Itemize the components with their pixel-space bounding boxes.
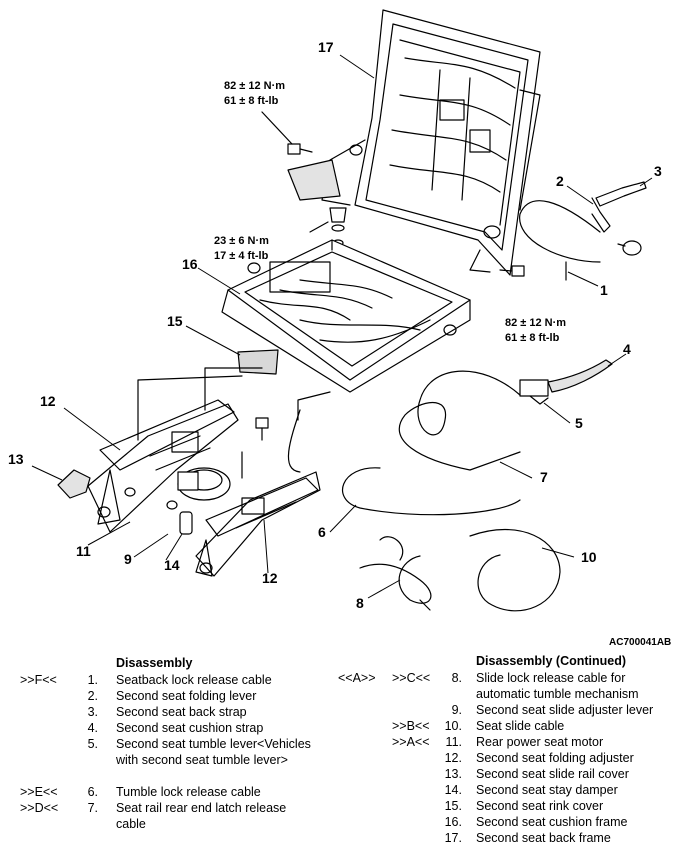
callout-6: 6 (318, 524, 326, 540)
legend-item: 17. Second seat back frame (444, 831, 611, 845)
legend-item: 4. Second seat cushion strap (87, 721, 264, 735)
legend-heading: Disassembly (116, 656, 193, 670)
power-seat-motor (177, 467, 231, 501)
legend-item: <<A>> >>C<< 8. Slide lock release cable … (338, 671, 639, 701)
callout-7: 7 (540, 469, 548, 485)
torque-top-left-imperial: 61 ± 8 ft-lb (224, 95, 279, 107)
folding-adjuster-right (195, 471, 321, 577)
figure-id: AC700041AB (609, 637, 671, 648)
torque-right-metric: 82 ± 12 N·m (505, 317, 566, 329)
folding-adjuster-left (87, 399, 239, 533)
bolt-icon (255, 417, 269, 441)
cushion-strap (547, 359, 613, 393)
seat-back-frame (321, 9, 541, 276)
callout-2: 2 (556, 173, 564, 189)
bolt-icon (499, 265, 525, 277)
legend-item: >>D<< 7. Seat rail rear end latch releas… (20, 801, 287, 831)
callout-9: 9 (124, 551, 132, 567)
exploded-diagram: 17 2 3 1 4 5 7 6 10 8 16 15 12 13 11 9 1… (8, 9, 671, 648)
legend-disassembly-continued: Disassembly (Continued) <<A>> >>C<< 8. S… (338, 653, 674, 846)
callout-16: 16 (182, 256, 198, 272)
callout-1: 1 (600, 282, 608, 298)
bolt-icon (287, 143, 313, 155)
stay-damper (166, 500, 193, 535)
callout-11: 11 (76, 543, 91, 559)
auto-tumble-cable (359, 555, 432, 611)
seat-cushion-frame (221, 239, 471, 393)
callout-10: 10 (581, 549, 597, 565)
latch-release-cable (398, 370, 521, 471)
legend-item: 5. Second seat tumble lever<Vehicles wit… (87, 737, 311, 767)
callout-15: 15 (167, 313, 183, 329)
legend-item: >>E<< 6. Tumble lock release cable (20, 785, 261, 799)
torque-middle-imperial: 17 ± 4 ft-lb (214, 250, 269, 262)
callout-12b: 12 (262, 570, 278, 586)
legend-item: 12. Second seat folding adjuster (444, 751, 634, 765)
tumble-release-cable (342, 467, 521, 516)
seatback-lock-cable (519, 200, 601, 263)
legend-item: 16. Second seat cushion frame (444, 815, 628, 829)
legend-item: >>A<< 11. Rear power seat motor (392, 735, 604, 749)
torque-top-left-metric: 82 ± 12 N·m (224, 80, 285, 92)
legend-item: >>B<< 10. Seat slide cable (392, 719, 565, 733)
callout-12a: 12 (40, 393, 56, 409)
folding-lever (591, 181, 647, 256)
legend-item: 2. Second seat folding lever (87, 689, 257, 703)
legend-item: 15. Second seat rink cover (444, 799, 604, 813)
torque-middle-metric: 23 ± 6 N·m (214, 235, 269, 247)
seat-slide-cable (469, 528, 561, 612)
slide-rail-cover (57, 469, 91, 499)
callout-4: 4 (623, 341, 631, 357)
legend-item: 3. Second seat back strap (87, 705, 247, 719)
legend-heading: Disassembly (Continued) (476, 654, 627, 668)
legend-item: >>F<< 1. Seatback lock release cable (20, 673, 272, 687)
legend-disassembly: Disassembly >>F<< 1. Seatback lock relea… (20, 655, 330, 832)
tumble-lever (519, 379, 549, 405)
callout-13: 13 (8, 451, 24, 467)
torque-right-imperial: 61 ± 8 ft-lb (505, 332, 560, 344)
callout-14: 14 (164, 557, 180, 573)
callout-8: 8 (356, 595, 364, 611)
legend-item: 14. Second seat stay damper (444, 783, 618, 797)
legend-item: 13. Second seat slide rail cover (444, 767, 629, 781)
legend-item: 9. Second seat slide adjuster lever (451, 703, 654, 717)
callout-3: 3 (654, 163, 662, 179)
callout-17: 17 (318, 39, 334, 55)
callout-5: 5 (575, 415, 583, 431)
